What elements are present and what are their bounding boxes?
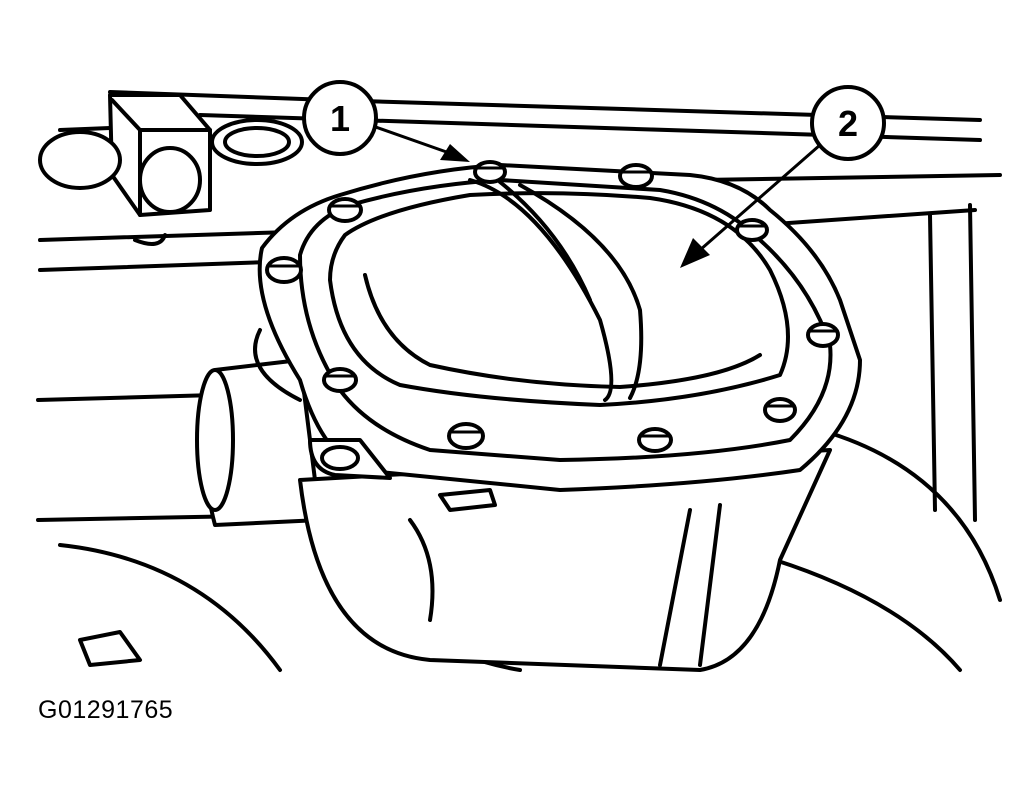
bolt-icon [473,160,507,184]
bolt-icon [447,422,485,450]
axle-tube [195,358,322,527]
bolt-icon [322,367,358,393]
differential-cover [257,163,862,492]
arrowhead-icon [440,144,470,162]
callout-2: 2 [680,85,886,268]
bolt-icon [327,197,363,223]
bolt-icon [806,322,840,348]
differential-housing [78,328,832,672]
arrowhead-icon [680,238,710,268]
bolt-icon [735,218,769,242]
callout-1: 1 [302,80,470,162]
cover-bolts [265,160,840,453]
bolt-icon [265,256,303,284]
bracket-block [38,93,304,246]
callout-1-label: 1 [330,98,350,139]
callout-2-label: 2 [838,103,858,144]
bolt-icon [763,397,797,423]
figure-id: G01291765 [38,696,174,724]
bolt-icon [637,427,673,453]
bolt-icon [618,163,654,189]
